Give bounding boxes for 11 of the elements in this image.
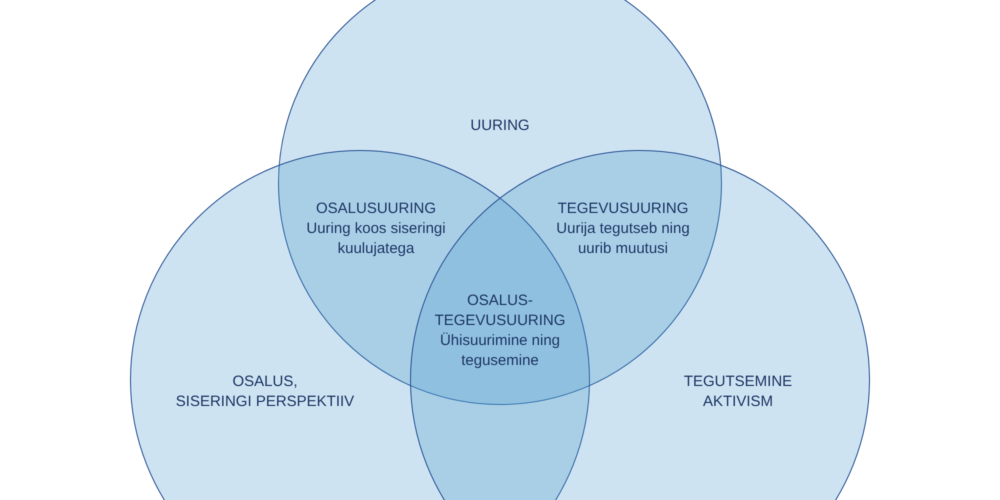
overlap-heading: TEGEVUSUURING <box>556 199 690 219</box>
overlap-heading: OSALUSUURING <box>314 199 438 219</box>
overlap-heading: OSALUS- TEGEVUSUURING <box>434 291 566 331</box>
circle-label: SISERINGI PERSPEKTIIV <box>176 392 354 412</box>
overlap-description: Ühisuurimine ning tegusemine <box>439 331 561 371</box>
circle-label: TEGUTSEMINE <box>684 372 792 392</box>
circle-label: UURING <box>470 116 530 136</box>
circle-label: AKTIVISM <box>702 392 773 412</box>
overlap-description: Uurija tegutseb ning uurib muutusi <box>555 219 691 259</box>
overlap-description: Uuring koos siseringi kuulujatega <box>305 219 447 259</box>
circle-label: OSALUS, <box>232 372 298 392</box>
